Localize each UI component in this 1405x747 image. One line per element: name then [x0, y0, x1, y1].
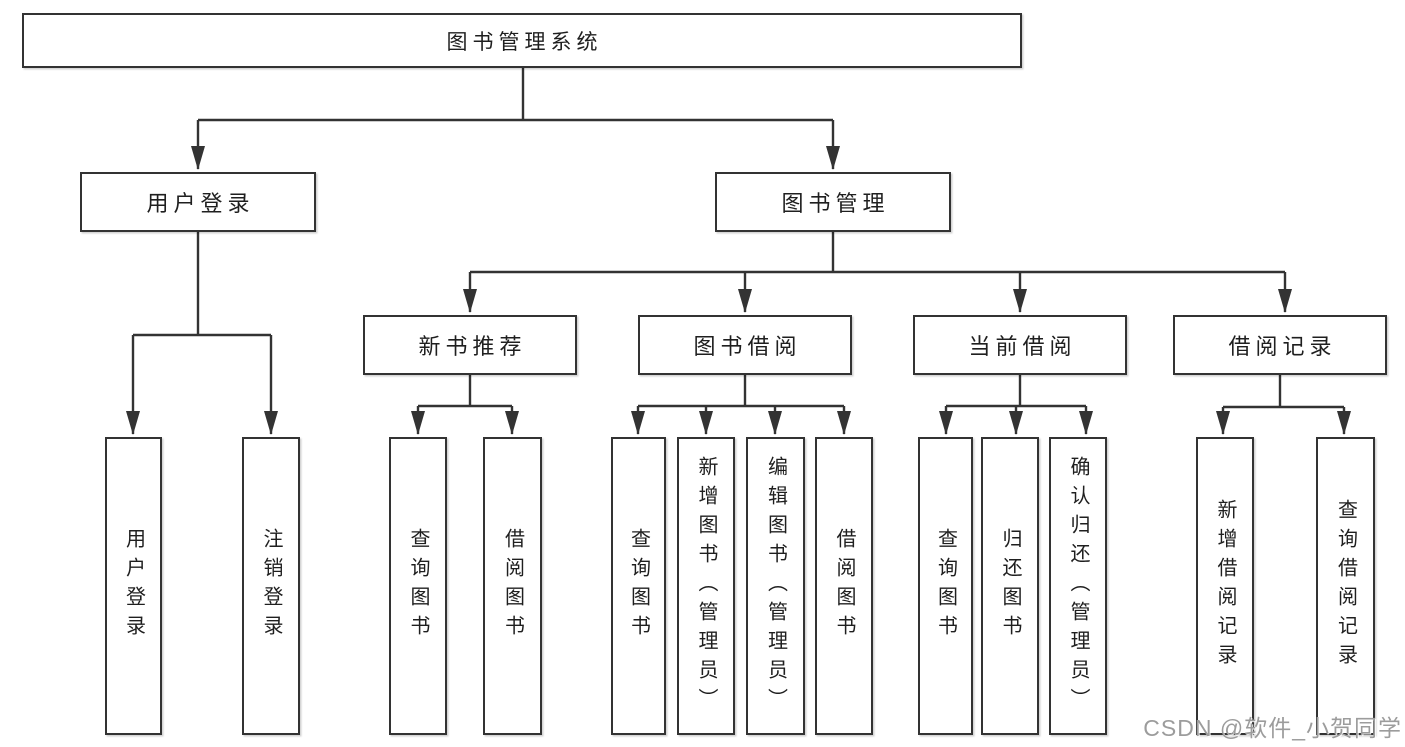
leaf-query-borrow-record: 查询借阅记录 [1316, 437, 1375, 735]
leaf-add-borrow-record: 新增借阅记录 [1196, 437, 1254, 735]
leaf-query-book-current: 查询图书 [918, 437, 973, 735]
leaf-edit-book-admin: 编辑图书（管理员） [746, 437, 805, 735]
node-label: 注销登录 [260, 528, 282, 644]
csdn-watermark: CSDN @软件_小贺同学 [1143, 715, 1402, 741]
node-new-book-recommendation: 新书推荐 [363, 315, 577, 375]
leaf-add-book-admin: 新增图书（管理员） [677, 437, 735, 735]
node-label: 当前借阅 [968, 334, 1077, 359]
node-label: 借阅图书 [833, 528, 855, 644]
node-label: 借阅图书 [501, 528, 524, 644]
node-label: 用户登录 [122, 528, 145, 644]
node-library-management-system: 图书管理系统 [22, 13, 1022, 68]
node-label: 查询借阅记录 [1334, 499, 1357, 673]
leaf-query-book-recommend: 查询图书 [389, 437, 447, 735]
node-borrowing-records: 借阅记录 [1173, 315, 1387, 375]
node-label: 借阅记录 [1228, 334, 1337, 359]
node-label: 归还图书 [999, 528, 1021, 644]
node-label: 用户登录 [146, 191, 255, 216]
node-book-management: 图书管理 [715, 172, 951, 232]
node-user-login: 用户登录 [80, 172, 316, 232]
node-label: 查询图书 [627, 528, 650, 644]
node-label: 确认归还（管理员） [1067, 455, 1089, 717]
node-current-borrowing: 当前借阅 [913, 315, 1127, 375]
node-label: 图书管理 [781, 191, 890, 216]
leaf-logout: 注销登录 [242, 437, 300, 735]
leaf-user-login: 用户登录 [105, 437, 162, 735]
leaf-borrow-book-recommend: 借阅图书 [483, 437, 542, 735]
node-label: 新增图书（管理员） [695, 455, 717, 717]
node-label: 图书管理系统 [446, 30, 603, 54]
node-label: 新书推荐 [418, 334, 527, 359]
leaf-confirm-return-admin: 确认归还（管理员） [1049, 437, 1107, 735]
node-label: 编辑图书（管理员） [764, 455, 787, 717]
node-label: 查询图书 [407, 528, 429, 644]
leaf-return-book: 归还图书 [981, 437, 1039, 735]
leaf-query-book-borrow: 查询图书 [611, 437, 666, 735]
node-book-borrowing: 图书借阅 [638, 315, 852, 375]
node-label: 新增借阅记录 [1214, 499, 1236, 673]
node-label: 查询图书 [934, 528, 957, 644]
node-label: 图书借阅 [693, 334, 802, 359]
leaf-borrow-book: 借阅图书 [815, 437, 873, 735]
